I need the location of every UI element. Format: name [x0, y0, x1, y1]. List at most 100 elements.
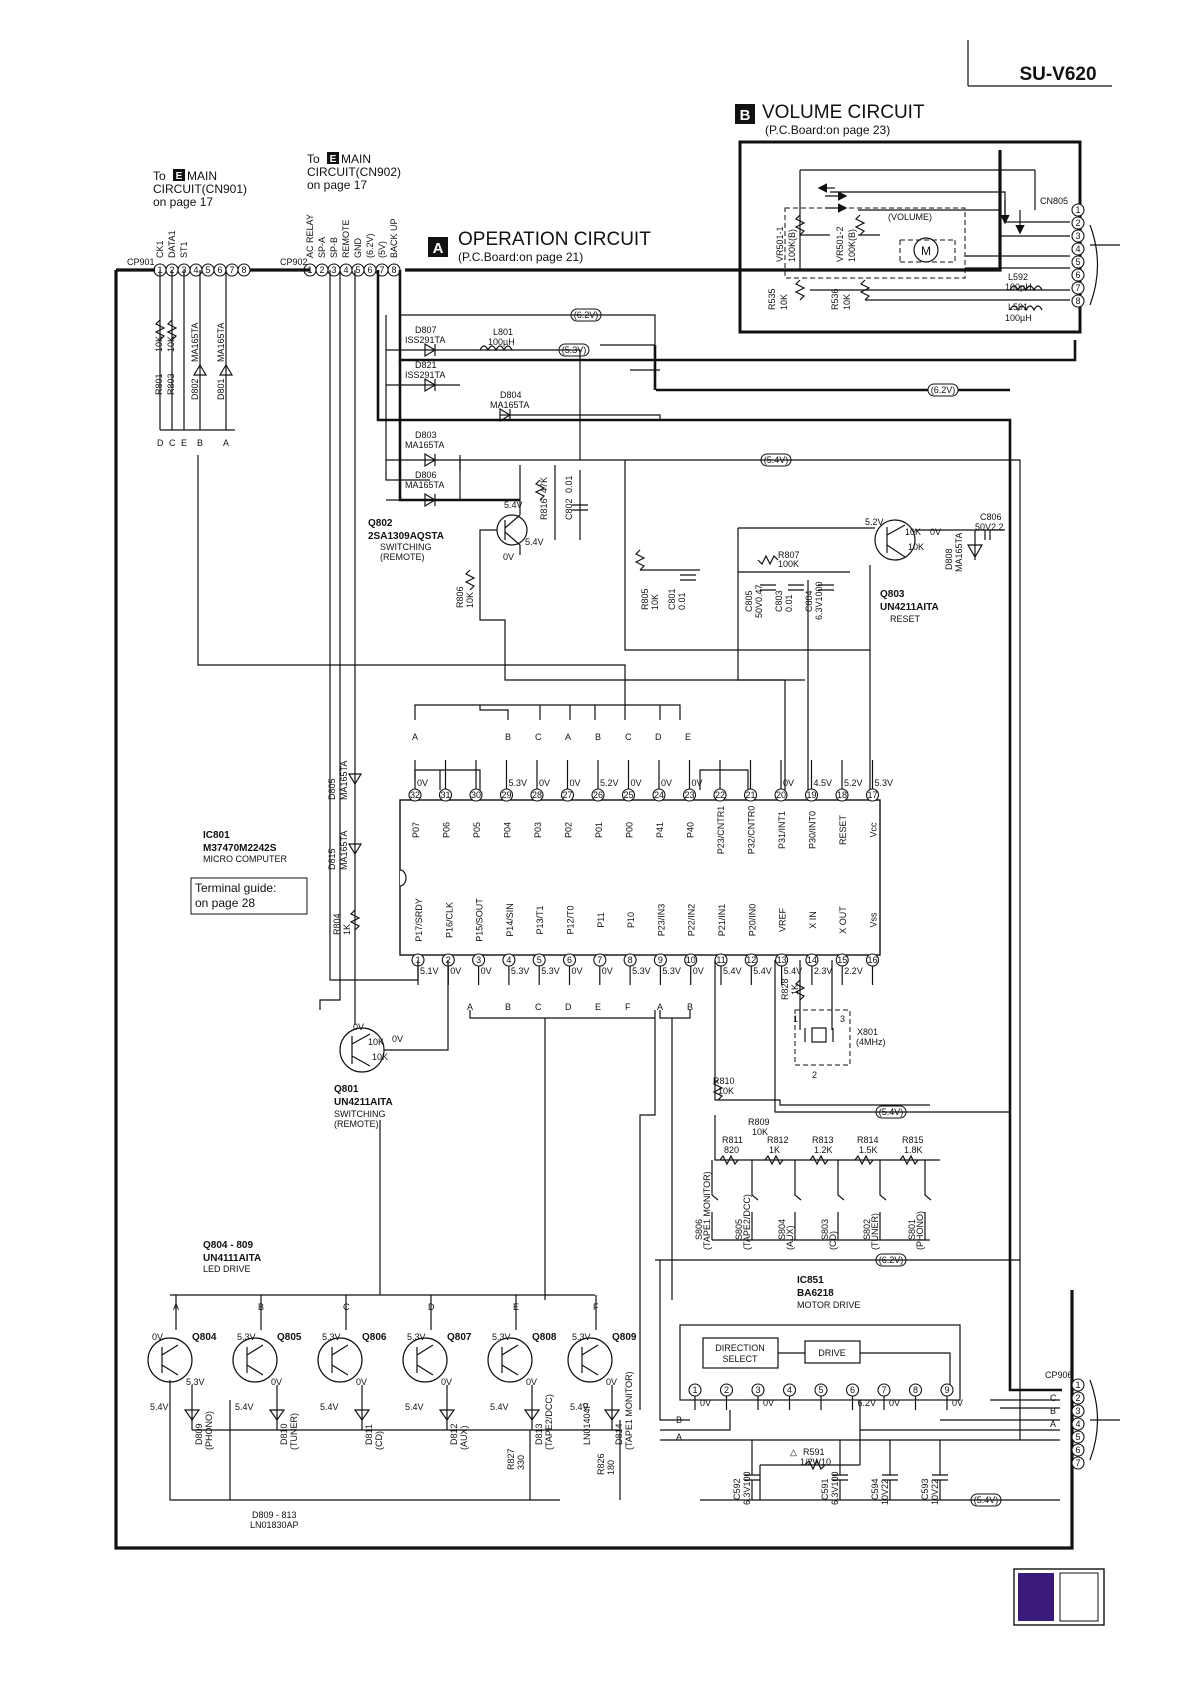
driver-vin-3: 5.3V: [407, 1332, 426, 1342]
q801-r1: 10K: [368, 1037, 384, 1047]
ic801-pin-8: [623, 953, 637, 967]
r809-val: 10K: [752, 1127, 768, 1137]
operation-title: OPERATION CIRCUIT: [458, 229, 651, 250]
white-swatch: [1059, 1572, 1099, 1622]
ic801-pin-name-25: P00: [625, 822, 635, 838]
cp902-signal-2: SP-B: [329, 237, 339, 258]
cp901-signal-1: DATA1: [167, 230, 177, 258]
ic801-pin-name-2: P16/CLK: [444, 902, 454, 938]
cap-ref-0: C592: [732, 1478, 742, 1500]
led-fn-1: (TUNER): [289, 1413, 299, 1450]
ic801-pin-21-num: 21: [745, 790, 755, 800]
driver-ref-1: Q805: [277, 1332, 302, 1343]
cn805-pin-5-num: 5: [1075, 257, 1080, 267]
ic801-pin-name-30: P05: [472, 822, 482, 838]
ic851-b: B: [676, 1415, 682, 1425]
r816-ref: R816: [539, 498, 549, 520]
rail-label-2: (6.2V): [931, 385, 956, 395]
ic801-role: MICRO COMPUTER: [203, 854, 287, 864]
ic801-bot-letter-1: B: [505, 1002, 511, 1012]
led-symbol-5: [603, 1385, 621, 1422]
cn805-pin-1-num: 1: [1075, 205, 1080, 215]
ic851-pin-5-num: 5: [818, 1385, 823, 1395]
diode-ref-0: D807: [415, 325, 437, 335]
cp902-signal-5: (6.2V): [365, 233, 375, 258]
driver-transistor-symbol-4: [501, 1344, 519, 1376]
switch-ref-2: S804: [777, 1219, 787, 1240]
d808-ref: D808: [944, 548, 954, 570]
cn805-pin-3-num: 3: [1075, 231, 1080, 241]
ladder-ref-3: R814: [857, 1135, 879, 1145]
ic801-pin-31-num: 31: [440, 790, 450, 800]
ic801-pin-8-num: 8: [628, 955, 633, 965]
vr501-2-val: 100K(B): [847, 229, 857, 262]
driver-vout-1: 0V: [271, 1377, 282, 1387]
volume-badge: B: [740, 107, 751, 124]
c801-val: 0.01: [677, 592, 687, 610]
led-symbol-1: [268, 1385, 286, 1422]
q801-r2: 10K: [372, 1052, 388, 1062]
x801-ref: X801: [857, 1027, 878, 1037]
c805-val: 50V0.47: [754, 584, 764, 618]
cp906-pin-7: [1071, 1456, 1085, 1470]
ic801-pin-3-num: 3: [476, 955, 481, 965]
ic851-role: MOTOR DRIVE: [797, 1300, 860, 1310]
r591-warning-icon: △: [790, 1447, 797, 1457]
driver-transistor-5: [567, 1337, 613, 1383]
d808-type: MA165TA: [954, 533, 964, 572]
ic801-part: M37470M2242S: [203, 843, 277, 854]
led-array-ref: D809 - 813: [252, 1510, 297, 1520]
led-ref-2: D811: [364, 1424, 374, 1445]
driver-transistor-1: [232, 1337, 278, 1383]
led-drive-range: Q804 - 809: [203, 1240, 253, 1251]
ic801-top-letter-3: A: [565, 732, 571, 742]
main-label-2: MAIN: [341, 152, 371, 166]
ic801-pin-24-num: 24: [654, 790, 664, 800]
ladder-resistor-3: [854, 1154, 874, 1166]
ic801-pin-name-24: P41: [655, 822, 665, 838]
r816-val: 47K: [539, 477, 549, 493]
led-drive-role: LED DRIVE: [203, 1264, 251, 1274]
ladder-ref-0: R811: [722, 1135, 743, 1145]
ic801-pin-name-15: X OUT: [838, 906, 848, 934]
driver-ref-4: Q808: [532, 1332, 557, 1343]
ic851-pin-7-num: 7: [881, 1385, 886, 1395]
ic801-bot-letter-5: F: [625, 1002, 631, 1012]
led-ref-4: D813: [534, 1423, 544, 1445]
ic801-pin-v-12: 5.4V: [753, 966, 772, 976]
r810-val: 10K: [718, 1086, 734, 1096]
diode-ref-2: D804: [500, 390, 522, 400]
cp902-pin-5-num: 5: [355, 265, 360, 275]
dceba-letter-3: B: [197, 438, 203, 448]
q802-part: 2SA1309AQSTA: [368, 531, 444, 542]
q802-ref: Q802: [368, 518, 393, 529]
diode-type-4: MA165TA: [405, 480, 444, 490]
d802-ref: D802: [190, 378, 200, 400]
driver-ve-3: 5.4V: [405, 1402, 424, 1412]
ic801-pin-10-num: 10: [686, 955, 696, 965]
r828-val: 1K: [790, 984, 800, 995]
diode-symbol-4: [424, 492, 437, 508]
switch-fn-1: (TAPE2/DCC): [742, 1194, 752, 1250]
ic801-chip: [399, 799, 881, 956]
ic801-pin-name-32: P07: [411, 822, 421, 838]
x801-pin1: 1: [793, 1014, 798, 1024]
switch-symbol-0: [711, 1160, 719, 1240]
q801-ref: Q801: [334, 1084, 359, 1095]
terminal-guide-page: on page 28: [195, 896, 255, 910]
cp906-letter-B: B: [1050, 1406, 1056, 1416]
r801-val: 10K: [154, 336, 164, 352]
ic801-pin-v-7: 0V: [602, 966, 613, 976]
r535-ref: R535: [767, 288, 777, 310]
q803-v0: 0V: [930, 527, 941, 537]
ic801-pin-name-23: P40: [686, 822, 696, 838]
q803-r2: 10K: [908, 542, 924, 552]
ic801-pin-name-10: P22/IN2: [687, 904, 697, 937]
ic801-bot-letter-3: D: [565, 1002, 572, 1012]
cp901-pin-7-num: 7: [229, 265, 234, 275]
ic801-pin-13-num: 13: [777, 955, 787, 965]
switch-symbol-1: [751, 1160, 759, 1240]
ic851-pin-6-num: 6: [850, 1385, 855, 1395]
ic801-pin-v-2: 0V: [450, 966, 461, 976]
